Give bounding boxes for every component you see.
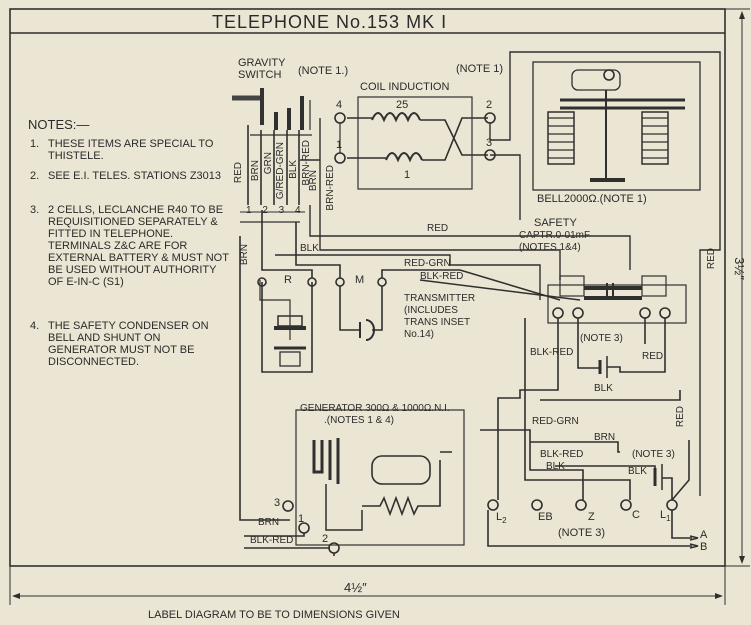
terminal-L1: L1 [660, 509, 671, 524]
note-4-text: THE SAFETY CONDENSER ON BELL AND SHUNT O… [48, 320, 209, 368]
wire-label-red-grn-2: RED-GRN [532, 416, 579, 427]
safety-label-1: SAFETY [534, 217, 577, 229]
wire-label-grn-v: GRN [263, 152, 274, 175]
gravity-switch-label: GRAVITY [238, 57, 286, 69]
note-2-text: SEE E.I. TELES. STATIONS Z3013 [48, 170, 222, 182]
generator-label-2: .(NOTES 1 & 4) [324, 415, 395, 426]
note-1-num: 1. [30, 138, 40, 150]
safety-label-2: CAPTR.0·01mF [519, 230, 591, 241]
diagram-title: TELEPHONE No.153 MK I [212, 12, 448, 32]
wire-label-brn: BRN [594, 432, 616, 443]
coil-terminal-3: 3 [486, 137, 493, 149]
wire-label-red-right-2: RED [675, 406, 686, 428]
wire-label-brn-gen: BRN [258, 517, 280, 528]
wire-label-blk-red-3: BLK-RED [540, 449, 584, 460]
terminal-C: C [632, 509, 640, 521]
wire-label-blk-2: BLK [594, 383, 613, 394]
caption: LABEL DIAGRAM TO BE TO DIMENSIONS GIVEN [148, 609, 400, 621]
output-B: B [700, 541, 708, 553]
wire-label-blk-3: BLK [546, 461, 565, 472]
wire-label-blk-v: BLK [288, 160, 299, 179]
note-2-num: 2. [30, 170, 40, 182]
coil-terminal-2: 2 [486, 99, 493, 111]
transmitter-label-2: (INCLUDES [404, 305, 458, 316]
wire-label-red-grn: RED-GRN [404, 258, 451, 269]
transmitter-label-4: No.14) [404, 329, 435, 340]
wire-label-red: RED [427, 223, 449, 234]
generator-terminal-1: 1 [298, 513, 305, 525]
terminal-L2: L2 [496, 511, 507, 526]
coil-note: (NOTE 1) [456, 63, 504, 75]
bell-label: BELL2000Ω.(NOTE 1) [537, 193, 647, 205]
wire-label-blk: BLK [300, 243, 319, 254]
note-3-num: 3. [30, 204, 40, 216]
outer-frame [9, 8, 726, 567]
wire-label-blk-4: BLK [628, 466, 647, 477]
transmitter-label-1: TRANSMITTER [404, 293, 476, 304]
coil-induction-label: COIL INDUCTION [360, 81, 450, 93]
note3-battery-label: (NOTE 3) [580, 333, 623, 344]
wire-label-g-red-grn-v: G/RED-GRN [275, 142, 286, 200]
gravity-switch-note: (NOTE 1.) [298, 65, 349, 77]
wire-label-brn-v: BRN [250, 160, 261, 182]
transmitter-label-3: TRANS INSET [404, 317, 471, 328]
transmitter-M-label: M [355, 274, 365, 286]
note-3-text: 2 CELLS, LECLANCHE R40 TO BE REQUISITION… [48, 204, 229, 288]
terminals-note3: (NOTE 3) [558, 527, 606, 539]
terminal-Z: Z [588, 511, 595, 523]
note-4-num: 4. [30, 320, 40, 332]
terminal-EB: EB [538, 511, 553, 523]
gravity-switch-label-2: SWITCH [238, 69, 282, 81]
note3-ext-battery: (NOTE 3) [632, 449, 675, 460]
width-dimension: 4½″ [344, 580, 367, 595]
wire-label-red-v: RED [233, 162, 244, 184]
output-A: A [700, 529, 708, 541]
generator-label-1: GENERATOR 300Ω & 1000Ω.N.I. [300, 403, 450, 414]
wire-label-brn-red-v-2: BRN-RED [325, 165, 336, 211]
wire-label-red-right: RED [706, 248, 717, 270]
wire-label-blk-red: BLK-RED [420, 271, 464, 282]
generator-terminal-2: 2 [322, 533, 329, 545]
safety-label-3: (NOTES 1&4) [519, 242, 581, 253]
generator-terminal-3: 3 [274, 497, 281, 509]
wire-label-brn-v-2: BRN [308, 170, 319, 192]
notes-heading: NOTES:— [28, 117, 90, 132]
wire-label-blk-red-gen: BLK-RED [250, 535, 294, 546]
note-1-text: THESE ITEMS ARE SPECIAL TO THISTELE. [48, 138, 214, 162]
coil-turns-25: 25 [396, 99, 409, 111]
wire-label-red-2: RED [642, 351, 664, 362]
coil-terminal-1: 1 [336, 139, 343, 151]
coil-turns-1: 1 [404, 169, 411, 181]
wire-label-blk-red-2: BLK-RED [530, 347, 574, 358]
wire-label-brn-v-3: BRN [239, 244, 250, 266]
switch-leg-numbers: 1 2 3 4 [246, 205, 305, 216]
receiver-label: R [284, 274, 292, 286]
coil-terminal-4: 4 [336, 99, 343, 111]
height-dimension: 3½″ [731, 257, 747, 280]
